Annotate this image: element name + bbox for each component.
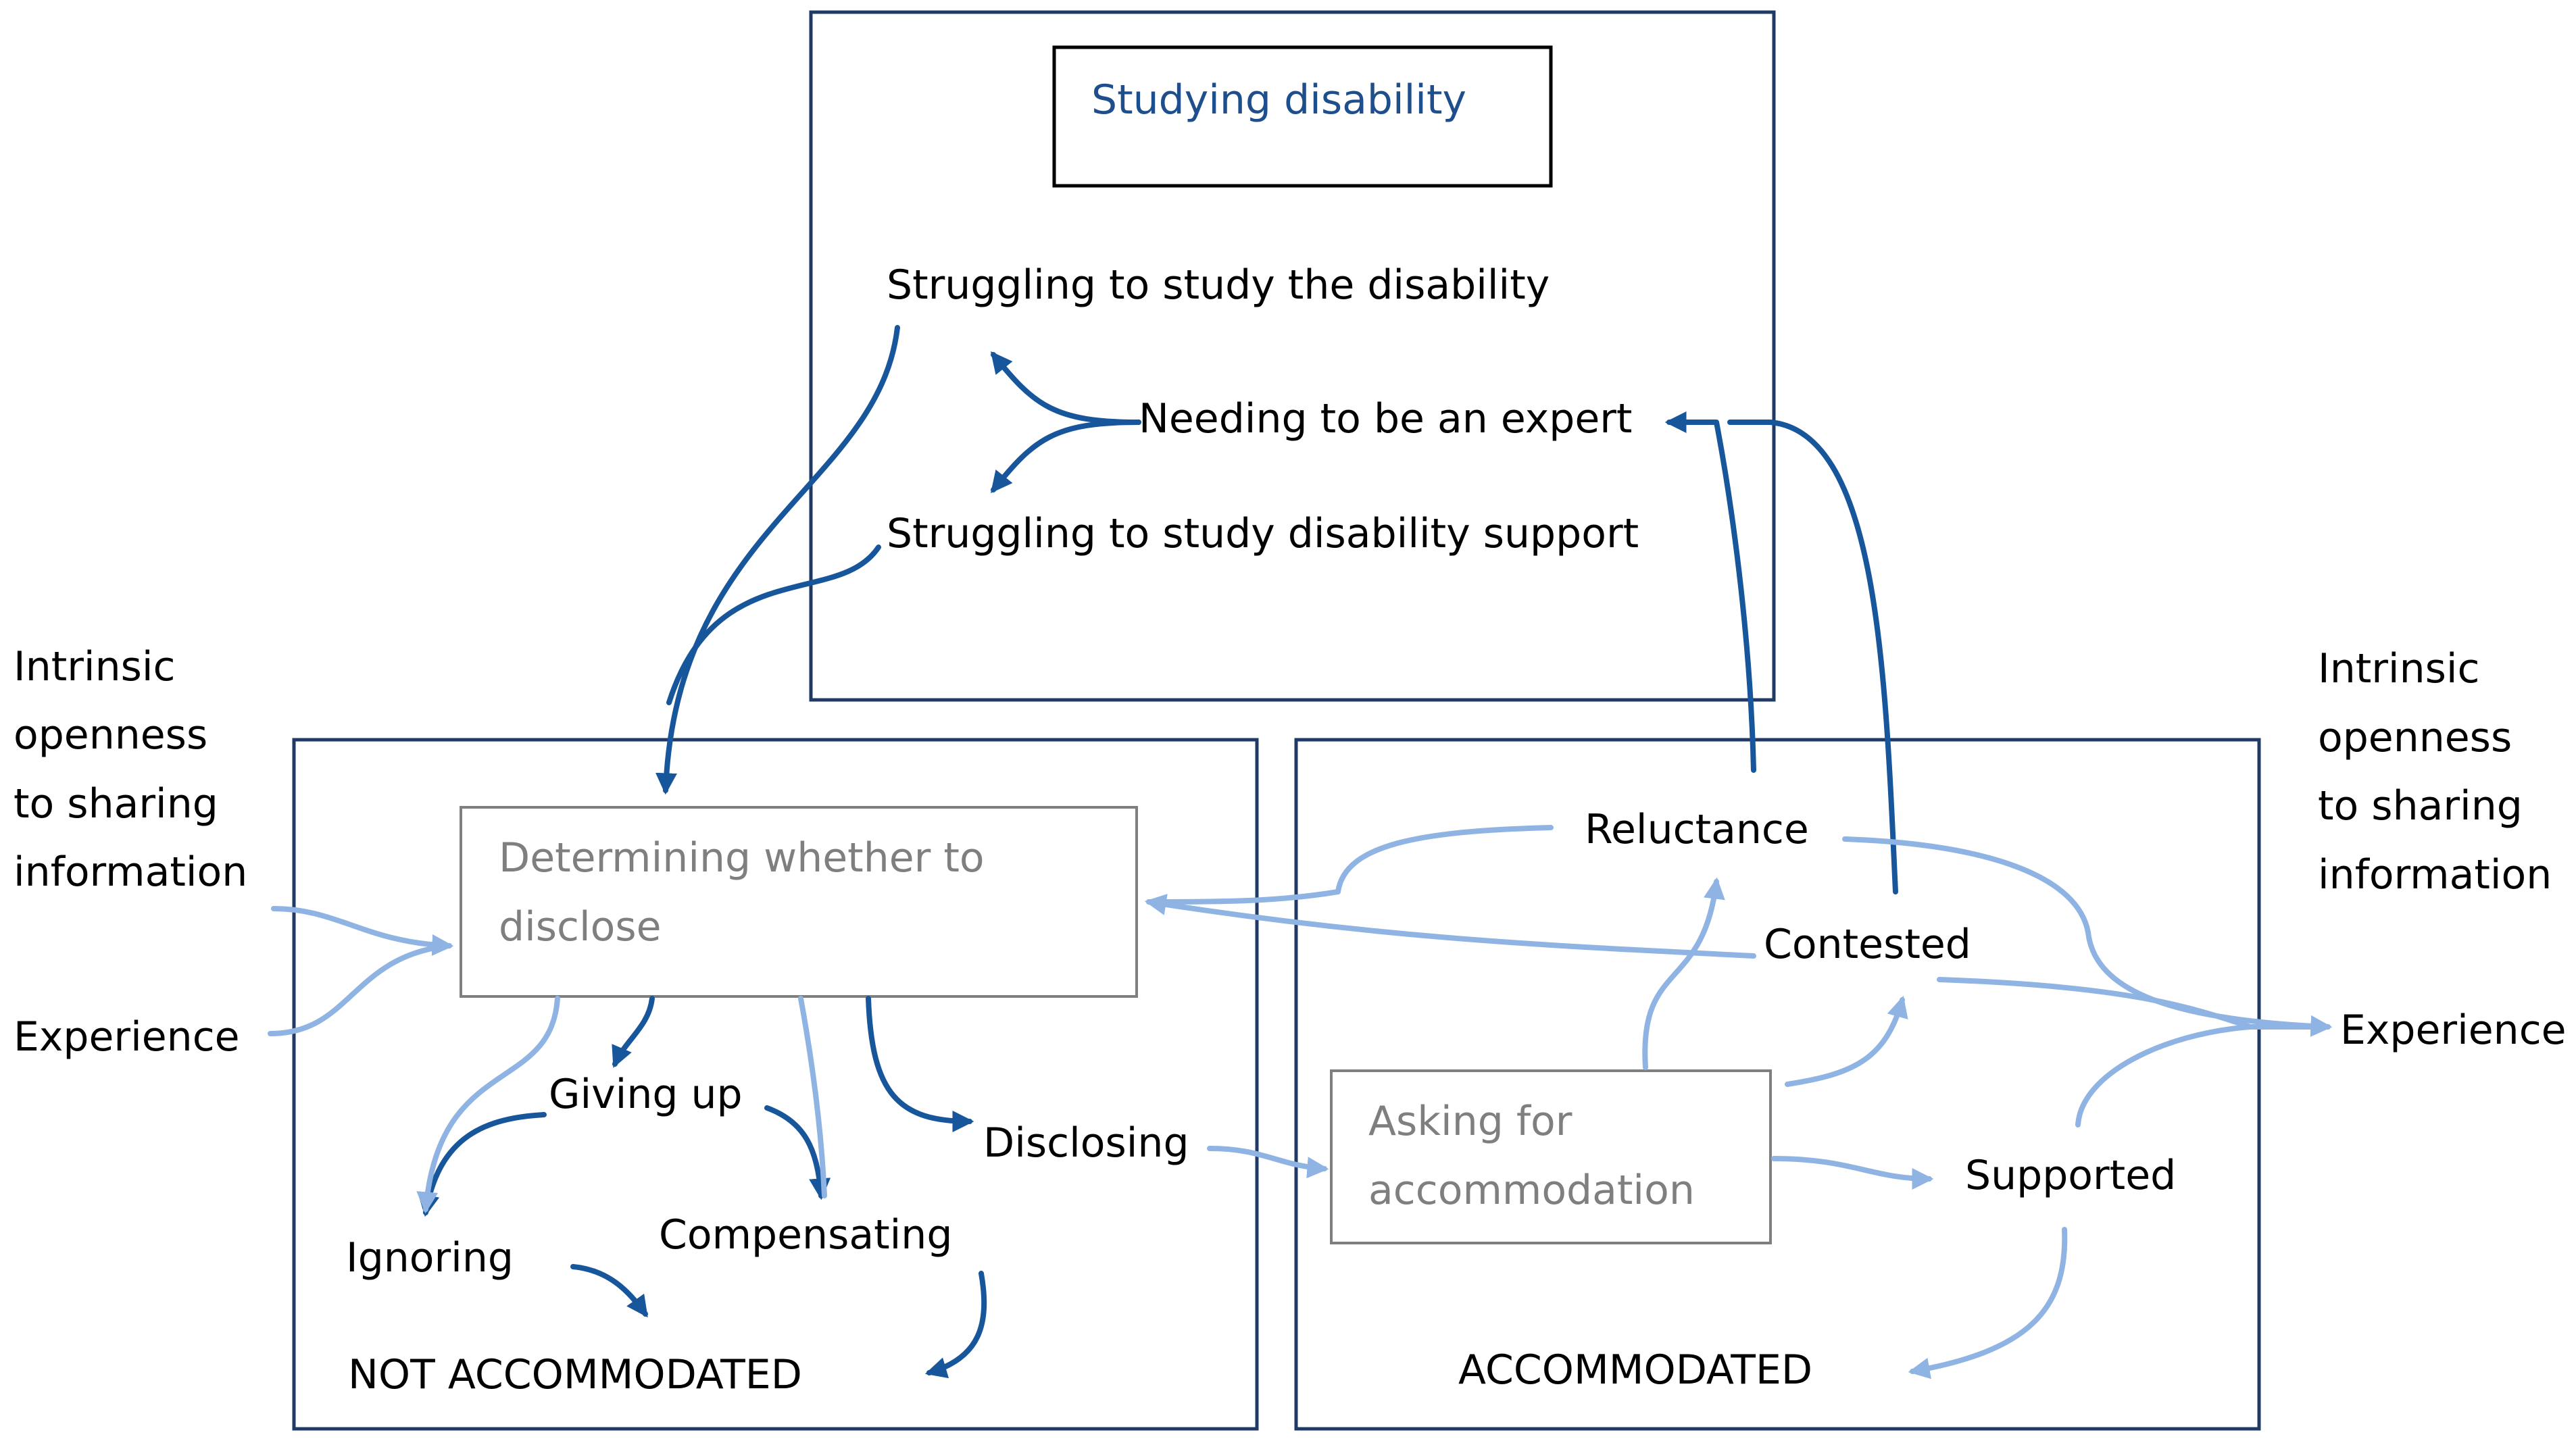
right-frame	[1294, 738, 2261, 1431]
arrow-struggling-support-to-determining	[666, 545, 881, 705]
asking-line-2: accommodation	[1368, 1167, 1695, 1214]
asking-line-1: Asking for	[1368, 1098, 1572, 1145]
determining-box	[460, 806, 1138, 998]
arrow-ignoring-to-not-accommodated	[570, 1264, 648, 1318]
label-needing-expert: Needing to be an expert	[1139, 395, 1632, 442]
determining-line-2: disclose	[499, 903, 662, 951]
right-intrinsic-line-3: to sharing	[2318, 782, 2523, 830]
arrow-contested-to-determining	[1144, 894, 1756, 959]
arrow-contested-to-experience-right	[1937, 977, 2331, 1030]
arrow-asking-to-supported	[1771, 1156, 1934, 1190]
arrow-giving-up-to-ignoring	[418, 1112, 547, 1217]
arrow-supported-to-accommodated	[1908, 1227, 2068, 1379]
determining-line-1: Determining whether to	[499, 834, 985, 882]
label-ignoring: Ignoring	[346, 1234, 514, 1282]
arrow-compensating-to-not-accommodated	[924, 1271, 987, 1379]
title-studying-disability: Studying disability	[1091, 76, 1466, 124]
arrow-reluctance-to-determining	[1146, 825, 1554, 905]
title-box	[1052, 45, 1553, 188]
label-contested: Contested	[1764, 921, 1971, 968]
arrow-determining-to-disclosing	[866, 996, 974, 1132]
arrow-contested-to-needing	[1727, 420, 1898, 894]
arrow-determining-to-compensating-light	[798, 996, 827, 1198]
left-intrinsic-line-2: openness	[14, 711, 207, 759]
left-intrinsic-line-1: Intrinsic	[14, 643, 176, 690]
right-experience: Experience	[2340, 1007, 2567, 1054]
arrow-needing-to-struggling-support	[991, 420, 1141, 493]
label-struggling-support: Struggling to study disability support	[887, 510, 1639, 557]
label-giving-up: Giving up	[549, 1071, 743, 1118]
arrow-disclosing-to-asking	[1207, 1146, 1329, 1179]
arrow-needing-to-struggling-disability	[991, 351, 1141, 425]
left-experience: Experience	[14, 1013, 240, 1061]
right-intrinsic-line-1: Intrinsic	[2318, 645, 2480, 692]
label-compensating: Compensating	[659, 1211, 952, 1259]
arrow-struggling-disability-to-determining	[655, 325, 900, 795]
arrow-intrinsic-left-to-determining	[271, 906, 454, 956]
top-frame	[809, 10, 1776, 702]
label-reluctance: Reluctance	[1585, 806, 1809, 853]
label-not-accommodated: NOT ACCOMMODATED	[348, 1351, 802, 1398]
arrow-asking-to-contested	[1785, 995, 1908, 1087]
arrow-determining-to-ignoring-light	[416, 996, 560, 1214]
right-intrinsic-line-2: openness	[2318, 714, 2512, 761]
arrow-asking-to-reluctance	[1642, 877, 1725, 1070]
asking-box	[1330, 1069, 1772, 1244]
arrow-supported-to-experience-right	[2075, 1024, 2253, 1128]
right-intrinsic-line-4: information	[2318, 851, 2552, 898]
arrow-reluctance-to-needing	[1664, 411, 1756, 773]
label-disclosing: Disclosing	[983, 1119, 1189, 1167]
label-supported: Supported	[1965, 1152, 2176, 1199]
arrow-experience-left-to-determining	[268, 943, 452, 1036]
label-accommodated: ACCOMMODATED	[1458, 1346, 1812, 1394]
label-struggling-disability: Struggling to study the disability	[887, 261, 1550, 309]
arrow-giving-up-to-compensating	[764, 1105, 831, 1200]
left-frame	[292, 738, 1259, 1431]
left-intrinsic-line-3: to sharing	[14, 780, 218, 828]
arrow-determining-to-giving-up	[612, 996, 655, 1068]
left-intrinsic-line-4: information	[14, 849, 247, 896]
